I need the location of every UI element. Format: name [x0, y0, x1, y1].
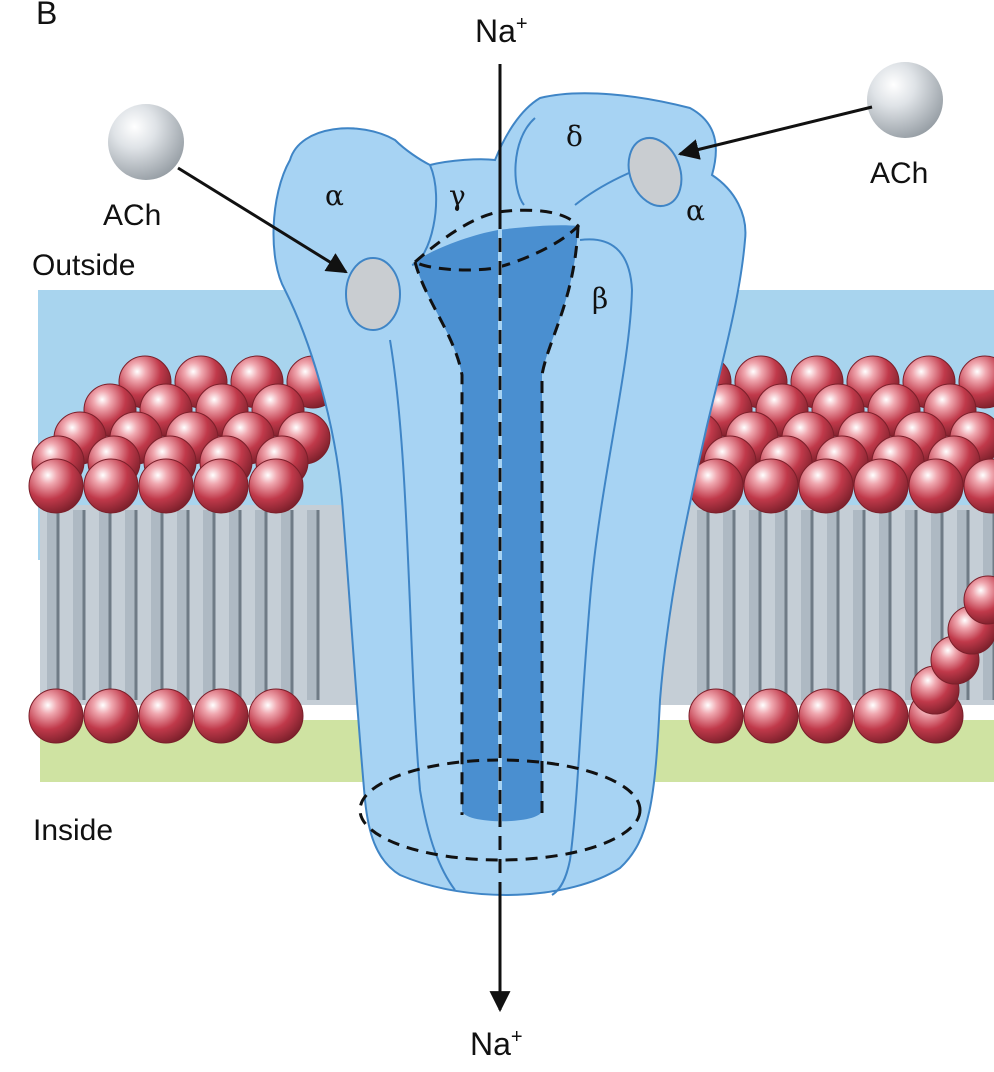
ach-arrow-right: [677, 105, 873, 160]
lipid-head: [743, 458, 799, 514]
lipid-head: [83, 458, 139, 514]
lipid-head: [963, 458, 994, 514]
inside-label: Inside: [33, 814, 113, 847]
ion-charge-bottom: +: [511, 1026, 523, 1048]
lipid-head: [193, 688, 249, 744]
binding-site-right: [627, 137, 683, 207]
ion-label-top-text: Na: [475, 13, 516, 49]
lipid-head: [853, 458, 909, 514]
lipid-head: [83, 688, 139, 744]
lipid-head: [28, 688, 84, 744]
lipid-head: [963, 575, 994, 625]
subunit-alpha-right: α: [686, 194, 705, 227]
panel-letter: B: [36, 0, 57, 31]
subunit-seam: [551, 238, 634, 896]
pore-side-dashed: [413, 261, 464, 815]
ach-label-left: ACh: [103, 199, 161, 232]
subunit-gamma: γ: [449, 179, 466, 212]
ion-label-top: Na+: [475, 13, 528, 49]
lipid-head: [248, 458, 304, 514]
lipid-head: [688, 688, 744, 744]
binding-site-left: [345, 257, 401, 331]
ach-arrow-left: [177, 166, 348, 274]
lipid-head: [743, 688, 799, 744]
ion-charge-top: +: [516, 13, 528, 35]
lipid-head: [193, 458, 249, 514]
lipid-head: [853, 688, 909, 744]
ach-label-right: ACh: [870, 157, 928, 190]
outside-label: Outside: [32, 249, 135, 282]
ion-label-bottom-text: Na: [470, 1026, 511, 1062]
acetylcholine-receptor-channel: [272, 92, 747, 896]
subunit-delta: δ: [566, 120, 583, 153]
lipid-head: [798, 458, 854, 514]
lipid-head: [28, 458, 84, 514]
subunit-alpha-left: α: [325, 179, 344, 212]
ion-label-bottom: Na+: [470, 1026, 523, 1062]
subunit-beta: β: [592, 282, 608, 315]
lipid-head: [798, 688, 854, 744]
lipid-head: [908, 458, 964, 514]
bottom-dashed-ellipse: [358, 758, 642, 862]
lipid-head: [138, 458, 194, 514]
ach-sphere-left: [108, 104, 184, 180]
ach-sphere-right: [867, 62, 943, 138]
channel-pore: [415, 225, 578, 822]
pore-side-dashed: [540, 225, 580, 815]
lipid-head: [248, 688, 304, 744]
lipid-head: [138, 688, 194, 744]
subunit-seam: [514, 117, 536, 206]
